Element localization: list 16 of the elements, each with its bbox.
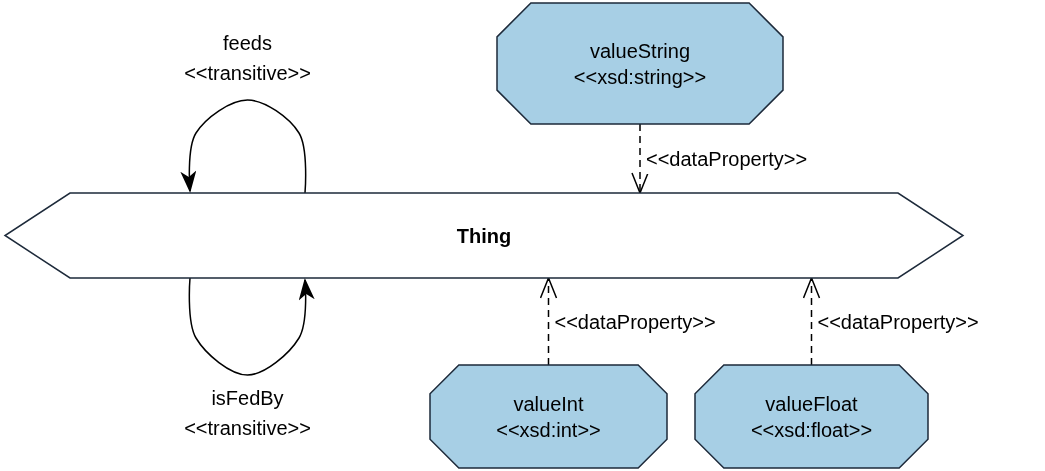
datatype-octagon <box>497 3 783 124</box>
dashed-arrow <box>631 123 649 194</box>
node-name: valueInt <box>513 391 584 417</box>
node-name: valueFloat <box>765 391 858 417</box>
datatype-octagon <box>695 365 928 468</box>
stereotype-label: <<xsd:int>> <box>496 417 601 443</box>
dashed-arrow <box>802 277 821 366</box>
stereotype-label: <<xsd:float>> <box>750 417 873 443</box>
stereotype-label: <<xsd:string>> <box>573 64 707 90</box>
dashed-arrow <box>539 277 558 366</box>
datatype-octagon <box>430 365 667 468</box>
node-name: Thing <box>456 223 512 249</box>
class-hexagon <box>5 193 963 278</box>
self-loop-arrow <box>188 277 315 376</box>
node-name: valueString <box>589 38 691 64</box>
self-loop-arrow <box>180 99 307 194</box>
